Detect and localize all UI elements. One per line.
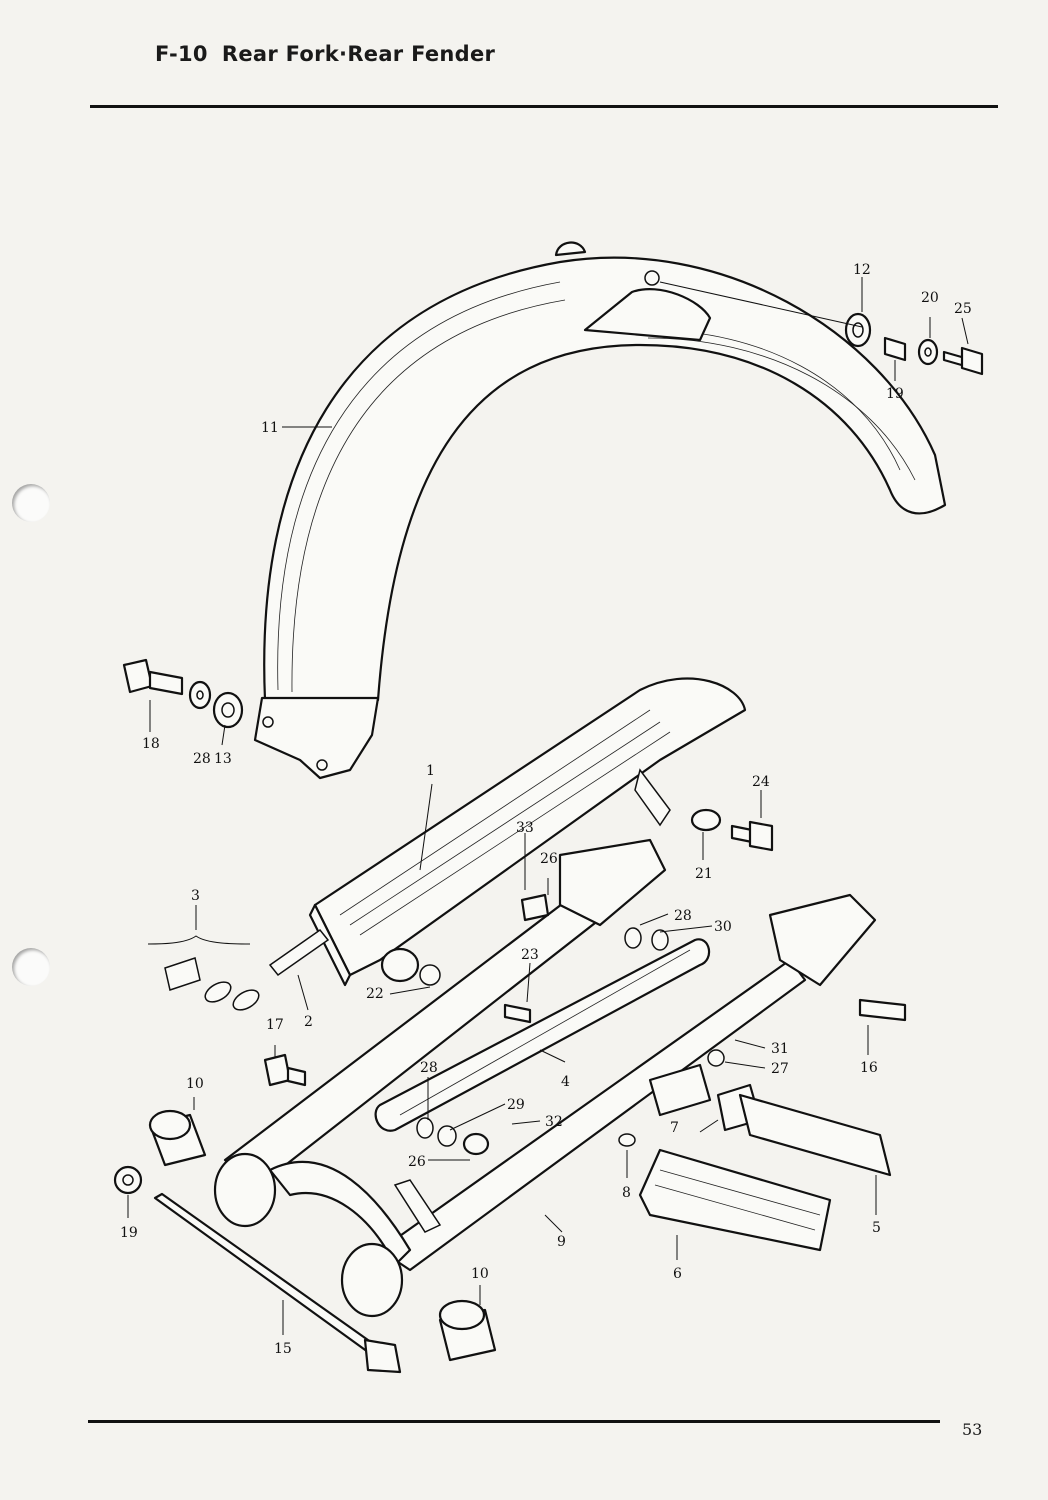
page-title: F-10 Rear Fork·Rear Fender: [155, 42, 495, 66]
callout-33: 33: [516, 820, 534, 836]
callout-27: 27: [771, 1061, 789, 1077]
callout-1: 1: [426, 763, 435, 779]
callout-32: 32: [545, 1114, 563, 1130]
callout-5: 5: [872, 1220, 881, 1236]
sheet-code: F-10: [155, 42, 208, 66]
callout-7: 7: [670, 1120, 679, 1136]
callout-26: 26: [540, 851, 558, 867]
callout-28: 28: [193, 751, 211, 767]
callout-8: 8: [622, 1185, 631, 1201]
callout-13: 13: [214, 751, 232, 767]
callout-29: 29: [507, 1097, 525, 1113]
punch-hole: [12, 948, 50, 986]
sheet-title: Rear Fork·Rear Fender: [221, 42, 496, 66]
callout-4: 4: [561, 1074, 570, 1090]
callout-18: 18: [142, 736, 160, 752]
footrest: [618, 1063, 892, 1252]
callout-17: 17: [266, 1017, 284, 1033]
callout-28: 28: [674, 908, 692, 924]
rear-fork: [213, 838, 877, 1318]
callout-20: 20: [921, 290, 939, 306]
callout-21: 21: [695, 866, 713, 882]
callout-10: 10: [186, 1076, 204, 1092]
callout-24: 24: [752, 774, 770, 790]
callout-16: 16: [860, 1060, 878, 1076]
callout-25: 25: [954, 301, 972, 317]
pivot-axle: [153, 1192, 402, 1374]
callout-labels: 1 2 3 4 5 6 7 8 9 10 10 11 12 13 15 16 1…: [120, 262, 972, 1357]
callout-30: 30: [714, 919, 732, 935]
rear-fender: [253, 241, 947, 780]
punch-hole: [12, 484, 50, 522]
chain-case-bolt: [690, 808, 774, 852]
callout-2: 2: [304, 1014, 313, 1030]
callout-10: 10: [471, 1266, 489, 1282]
callout-28: 28: [420, 1060, 438, 1076]
callout-31: 31: [771, 1041, 789, 1057]
pivot-bushings: [113, 1109, 497, 1362]
footer-rule: [88, 1420, 940, 1423]
callout-19: 19: [886, 386, 904, 402]
leader-lines: [127, 277, 969, 1335]
fender-rear-hardware: [122, 658, 244, 729]
callout-11: 11: [261, 420, 279, 436]
callout-9: 9: [557, 1234, 566, 1250]
callout-23: 23: [521, 947, 539, 963]
callout-26: 26: [408, 1154, 426, 1170]
callout-15: 15: [274, 1341, 292, 1357]
adjuster-link: [374, 938, 711, 1132]
callout-19: 19: [120, 1225, 138, 1241]
callout-12: 12: [853, 262, 871, 278]
drive-chain: [164, 928, 330, 1011]
callout-3: 3: [191, 888, 200, 904]
small-hardware: [263, 893, 907, 1156]
callout-22: 22: [366, 986, 384, 1002]
fender-mount-hardware: [844, 312, 984, 376]
chain-case: [308, 677, 747, 987]
header-rule: [90, 105, 998, 108]
page-number: 53: [962, 1420, 983, 1439]
callout-6: 6: [673, 1266, 682, 1282]
